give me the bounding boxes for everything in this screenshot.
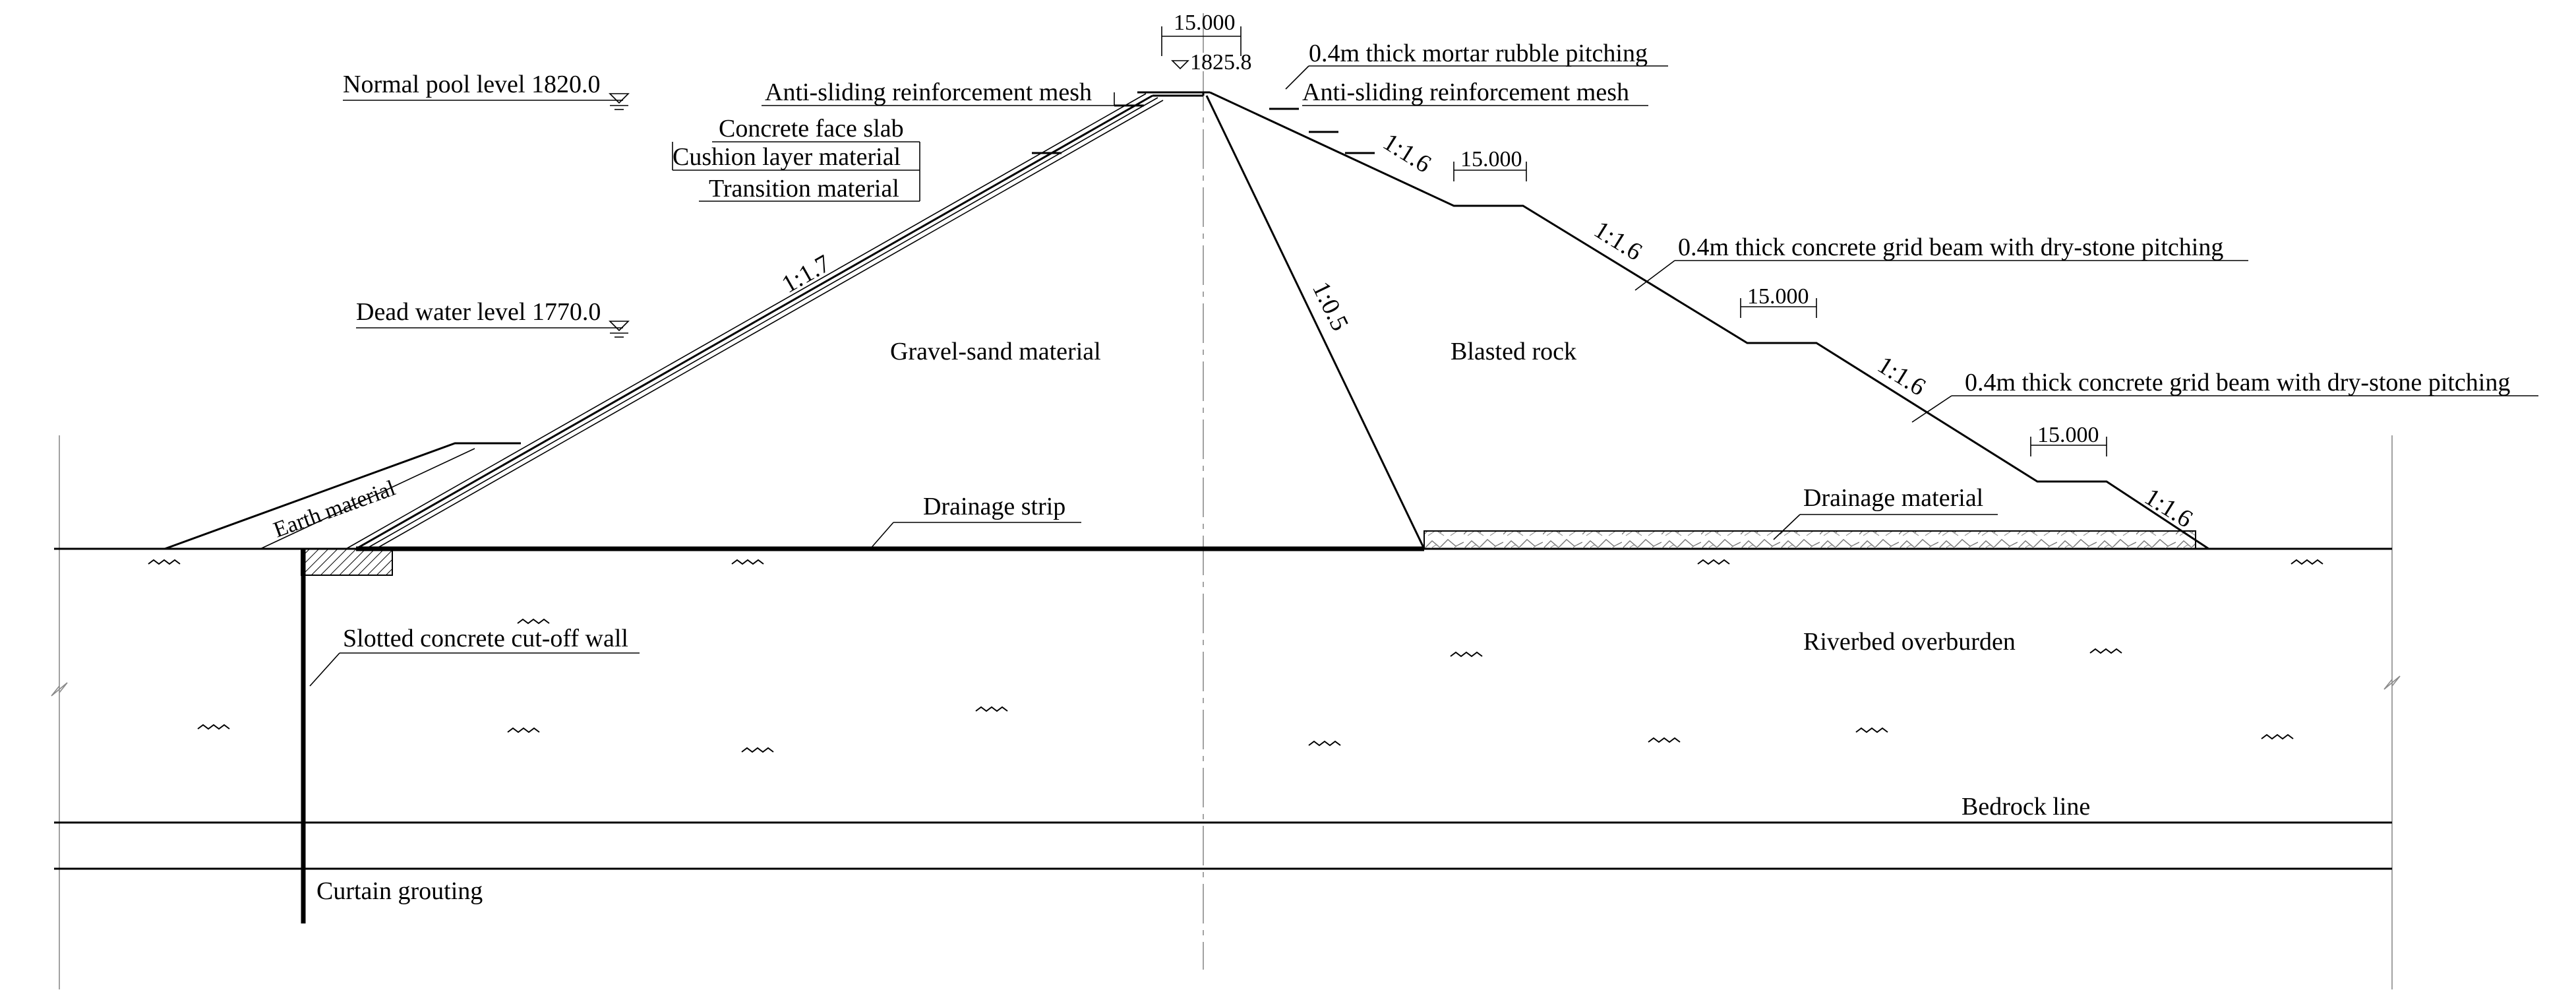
mortar-rubble-pitching-label: 0.4m thick mortar rubble pitching (1309, 40, 1648, 67)
curtain-grouting-label: Curtain grouting (316, 877, 483, 905)
berm-width-label-2: 15.000 (1747, 284, 1809, 309)
normal-pool-level-label: Normal pool level 1820.0 (343, 71, 600, 98)
gravel-sand-material-label: Gravel-sand material (890, 338, 1101, 365)
berm-width-label-3: 15.000 (2037, 423, 2099, 447)
grid-beam-pitching-label-1: 0.4m thick concrete grid beam with dry-s… (1678, 234, 2223, 261)
downstream-slope-ratio-1: 1:1.6 (1378, 128, 1436, 178)
drainage-material-zone (1423, 530, 2196, 549)
core-slope-ratio: 1:0.5 (1307, 278, 1354, 336)
riverbed-overburden-label: Riverbed overburden (1803, 628, 2016, 656)
cushion-layer-label: Cushion layer material (673, 143, 901, 171)
downstream-slope-ratio-4: 1:1.6 (2140, 483, 2198, 533)
foundation-lines (54, 547, 2392, 870)
concrete-face-slab-label: Concrete face slab (719, 115, 904, 142)
downstream-anti-sliding-mesh-label: Anti-sliding reinforcement mesh (1302, 78, 1629, 106)
drainage-strip-label: Drainage strip (923, 493, 1065, 520)
grid-beam-pitching-label-2: 0.4m thick concrete grid beam with dry-s… (1965, 369, 2510, 396)
crest-width-dimension (1161, 26, 1242, 56)
bedrock-line-label: Bedrock line (1962, 793, 2090, 821)
blasted-rock-label: Blasted rock (1451, 338, 1576, 365)
berm-dimensions (1453, 162, 2107, 456)
downstream-slope-ratio-3: 1:1.6 (1872, 351, 1931, 401)
drawing-frame (51, 435, 2401, 989)
cutoff-wall-label: Slotted concrete cut-off wall (343, 625, 628, 652)
dam-body-outline (164, 91, 2209, 923)
crest-elevation-label: 1825.8 (1190, 50, 1252, 75)
crest-width-label: 15.000 (1174, 11, 1236, 35)
drainage-material-label: Drainage material (1803, 484, 1983, 512)
earth-material-label: Earth material (270, 476, 398, 543)
downstream-slope-ratio-2: 1:1.6 (1589, 216, 1647, 266)
dead-water-level-label: Dead water level 1770.0 (356, 298, 601, 326)
overburden-symbols (148, 559, 2323, 753)
transition-material-label: Transition material (709, 175, 899, 203)
berm-width-label-1: 15.000 (1460, 147, 1522, 172)
upstream-slope-ratio: 1:1.7 (777, 249, 835, 299)
water-level-symbols (609, 60, 1189, 338)
anti-sliding-mesh-markers (1032, 104, 1375, 154)
leader-lines (309, 65, 2538, 687)
upstream-anti-sliding-mesh-label: Anti-sliding reinforcement mesh (765, 78, 1092, 106)
